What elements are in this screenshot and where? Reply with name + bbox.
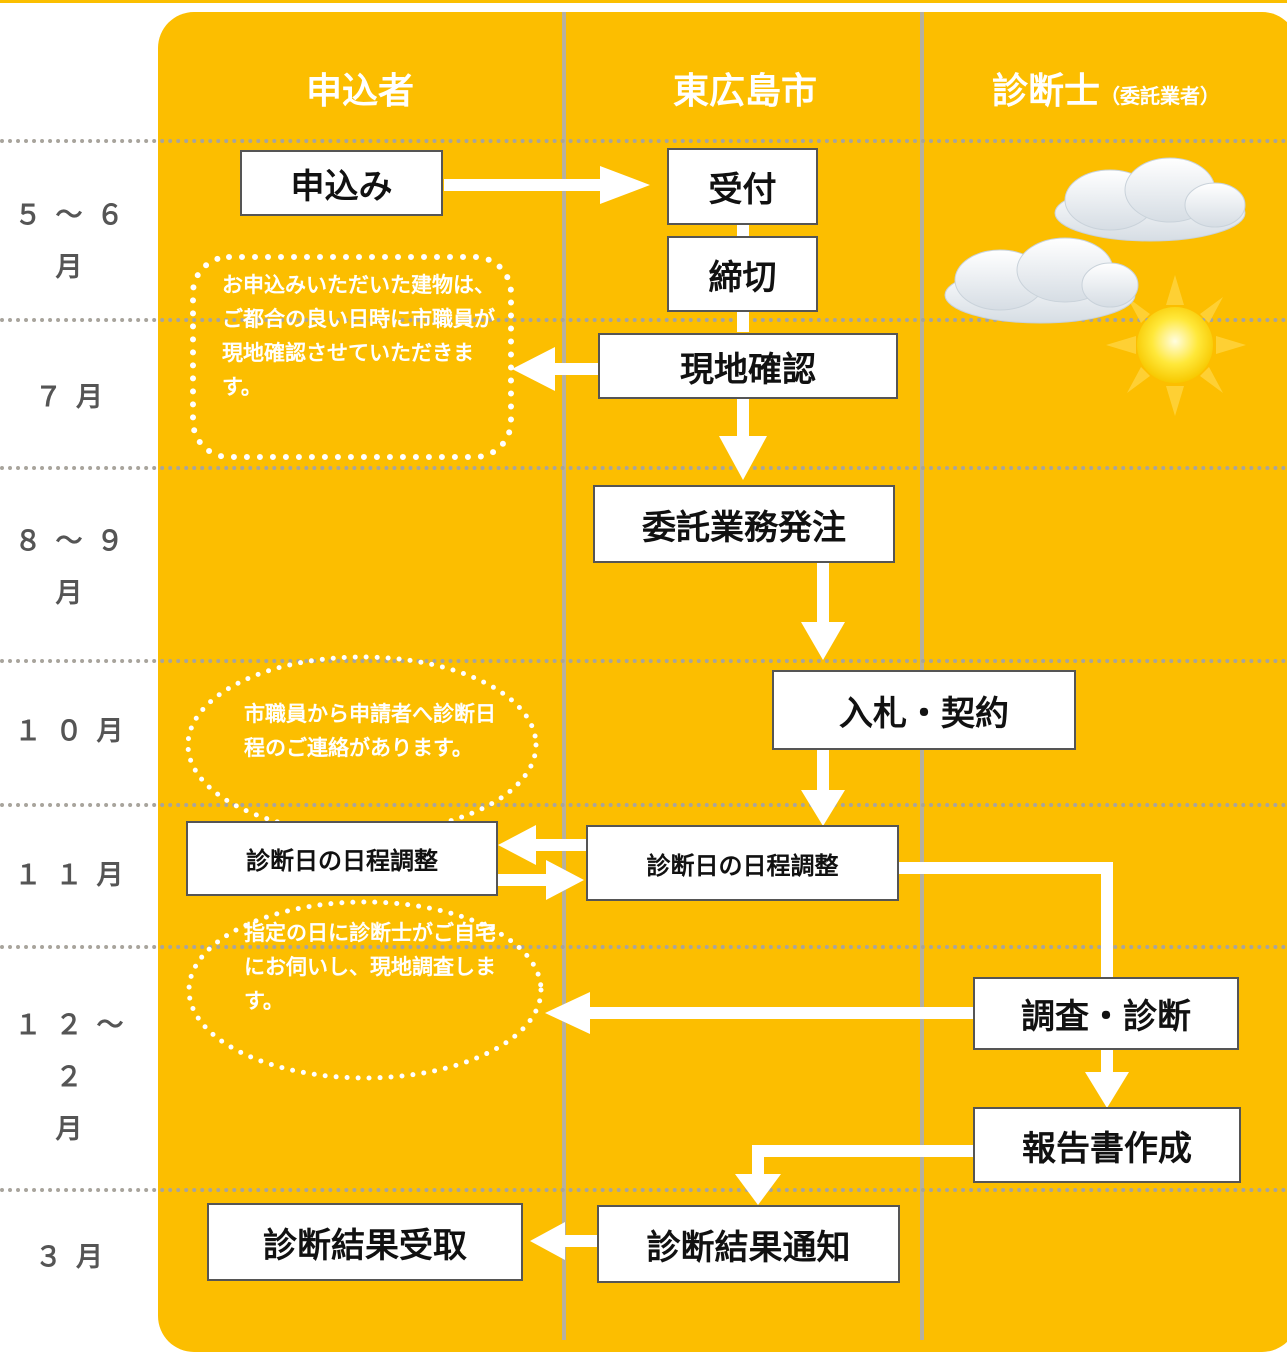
note-contact: 市職員から申請者へ診断日程のご連絡があります。	[244, 702, 496, 760]
arrow-head	[600, 166, 650, 204]
month-label: ３月	[35, 1242, 117, 1273]
lane-divider-1	[562, 12, 566, 1340]
top-border	[0, 0, 1287, 3]
step-receive-result: 診断結果受取	[207, 1203, 523, 1281]
month-label: １２～２ 月	[14, 1010, 138, 1145]
note-survey: 指定の日に診断士がご自宅にお伺いし、現地調査します。	[244, 921, 496, 1013]
arrow-head	[801, 790, 845, 826]
arrow-head	[735, 1174, 781, 1205]
step-report: 報告書作成	[973, 1107, 1241, 1183]
note-site-check: お申込みいただいた建物は、ご都合の良い日時に市職員が現地確認させていただきます。	[222, 273, 495, 399]
step-site-check: 現地確認	[598, 333, 898, 399]
row-divider	[0, 1188, 1287, 1192]
arrow-head	[545, 992, 590, 1034]
sun-icon	[1106, 275, 1246, 416]
cloud-icon	[1054, 157, 1246, 242]
cloud-icon	[944, 237, 1139, 324]
arrow-head	[801, 622, 845, 660]
row-divider	[0, 466, 1287, 470]
step-schedule-applicant: 診断日の日程調整	[186, 821, 498, 896]
step-receive: 受付	[667, 148, 818, 225]
step-bid-contract: 入札・契約	[772, 670, 1076, 750]
row-divider	[0, 318, 1287, 322]
step-notify: 診断結果通知	[597, 1205, 900, 1283]
arrow-shaft	[752, 1145, 975, 1157]
step-survey: 調査・診断	[973, 977, 1239, 1050]
month-label: ７月	[35, 382, 117, 413]
month-label: １０月	[14, 716, 138, 747]
month-label: １１月	[14, 860, 138, 891]
arrow-head	[530, 1222, 565, 1260]
step-schedule-city: 診断日の日程調整	[586, 825, 899, 901]
column-header-diagnostician: 診断士（委託業者）	[991, 71, 1221, 112]
arrow-shaft	[560, 1235, 598, 1247]
note-outline	[186, 899, 544, 1081]
row-divider	[0, 139, 1287, 143]
step-deadline: 締切	[667, 236, 818, 312]
connector	[737, 310, 749, 332]
arrow-shaft	[752, 1145, 764, 1177]
column-header-applicant: 申込者	[305, 71, 415, 112]
arrow-shaft	[530, 839, 588, 851]
row-divider	[0, 803, 1287, 807]
arrow-head	[719, 436, 767, 480]
arrow-shaft	[898, 862, 1113, 874]
row-divider	[0, 659, 1287, 663]
column-header-diagnostician-sub: （委託業者）	[1100, 84, 1221, 108]
arrow-shaft	[737, 398, 749, 440]
arrow-shaft	[498, 874, 550, 886]
arrow-head	[546, 860, 584, 900]
arrow-head	[1085, 1072, 1129, 1108]
step-order: 委託業務発注	[593, 485, 895, 563]
row-divider	[0, 945, 1287, 949]
arrow-shaft	[817, 562, 829, 627]
arrow-shaft	[585, 1007, 975, 1019]
month-label: ５～６ 月	[14, 200, 138, 283]
arrow-head	[498, 825, 536, 865]
arrow-shaft	[1101, 862, 1113, 992]
column-header-city: 東広島市	[672, 71, 818, 112]
month-label: ８～９ 月	[14, 526, 138, 609]
connector	[737, 225, 749, 237]
arrow-shaft	[550, 363, 600, 375]
arrow-shaft	[444, 179, 604, 191]
arrow-shaft	[817, 750, 829, 794]
step-apply: 申込み	[240, 150, 443, 216]
arrow-head	[512, 347, 555, 391]
note-outline	[190, 254, 514, 460]
arrow-shaft	[1101, 1049, 1113, 1077]
